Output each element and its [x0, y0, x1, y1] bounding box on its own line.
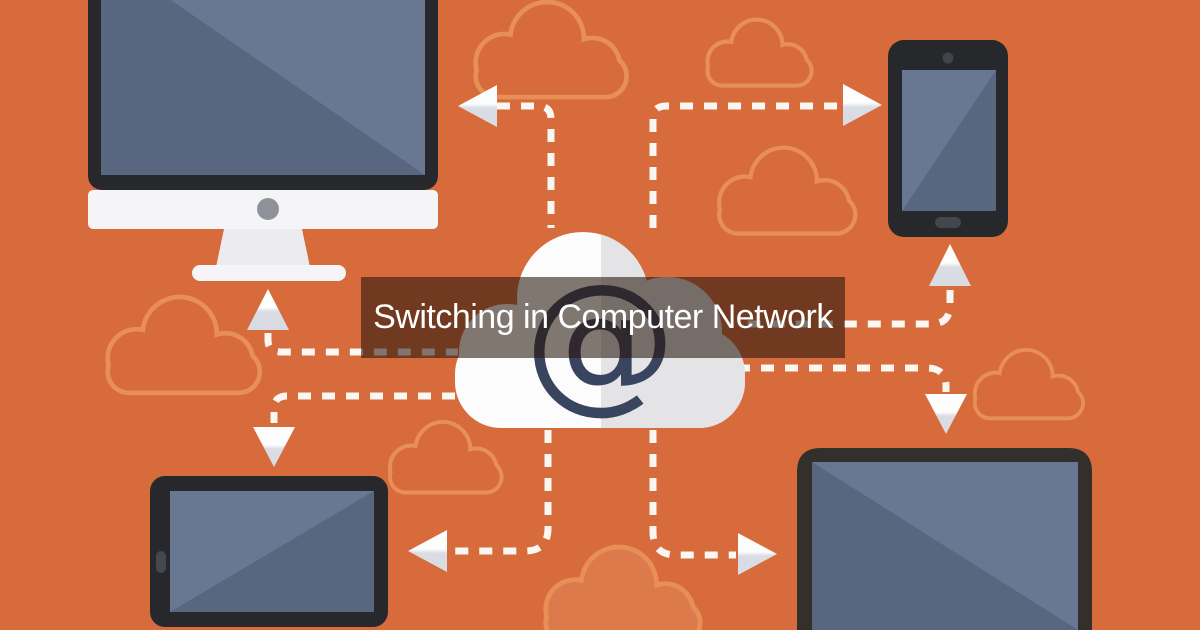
arrow-left-icon — [408, 530, 447, 572]
camera-dot-icon — [942, 52, 954, 64]
page-title: Switching in Computer Network — [373, 298, 833, 336]
arrow-left-icon — [458, 85, 497, 127]
desktop-computer-icon — [88, 0, 438, 281]
smartphone-icon — [888, 40, 1008, 237]
cloud-outline-icon — [478, 4, 624, 94]
connector-cloud-to-monitor — [497, 102, 555, 228]
connector-cloud-to-laptop-side — [649, 430, 736, 559]
monitor-base — [192, 265, 346, 281]
connector-cloud-to-tablet-top — [270, 392, 455, 423]
connector-cloud-to-phone-top — [649, 102, 843, 228]
arrow-up-icon — [247, 289, 289, 330]
title-banner: Switching in Computer Network — [361, 277, 845, 358]
camera-dot-icon — [257, 198, 279, 220]
cloud-outline-icon — [110, 299, 257, 390]
home-button — [935, 217, 961, 228]
cloud-outline-icon — [709, 22, 809, 84]
arrow-right-icon — [843, 84, 882, 126]
connector-cloud-to-monitor-base — [264, 333, 458, 356]
tablet-icon — [150, 476, 388, 627]
arrow-down-icon — [925, 394, 967, 434]
cloud-outline-icon — [977, 352, 1081, 417]
cloud-outline-icon — [392, 424, 500, 491]
connector-cloud-to-phone-bottom — [737, 290, 954, 328]
connector-cloud-to-laptop-top — [737, 364, 950, 392]
arrow-heads — [247, 84, 971, 575]
monitor-stand — [216, 229, 310, 267]
connector-lines — [264, 102, 954, 559]
arrow-down-icon — [253, 427, 295, 467]
connector-cloud-to-tablet-side — [450, 430, 552, 555]
cloud-outline-icon — [721, 150, 853, 232]
laptop-icon — [797, 448, 1092, 630]
arrow-right-icon — [738, 533, 777, 575]
home-button — [156, 551, 166, 573]
arrow-up-icon — [929, 244, 971, 286]
cloud-outline-icon — [548, 549, 698, 630]
